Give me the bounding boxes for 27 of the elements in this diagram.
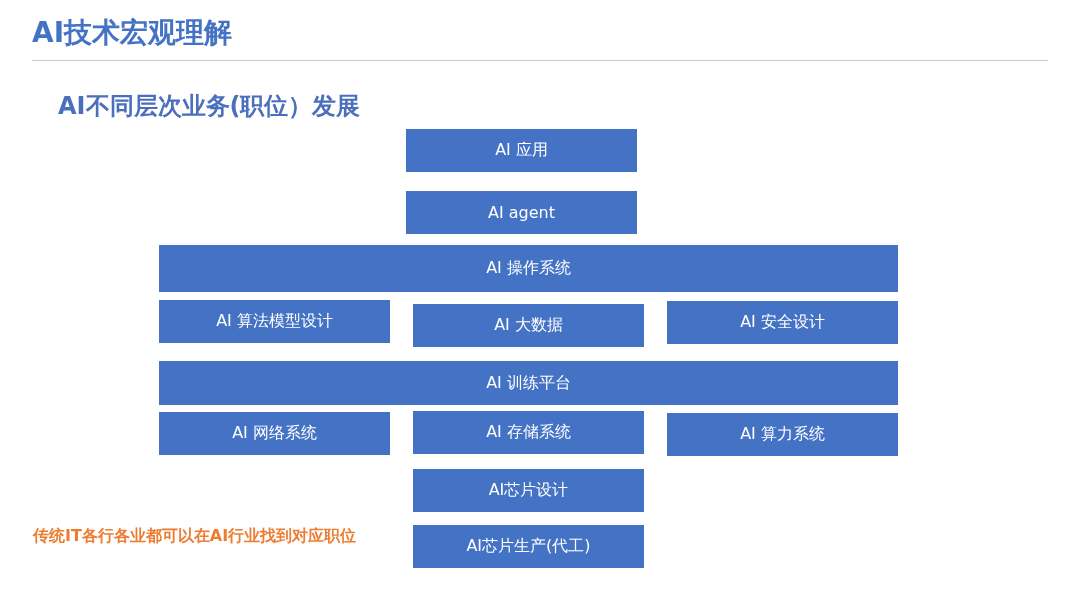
layer-box [413, 525, 644, 568]
layer-box [413, 304, 644, 347]
layer-box [159, 361, 898, 405]
layer-label: AI芯片设计 [488, 480, 569, 501]
layer-box [667, 301, 898, 344]
layer-label: AI 操作系统 [486, 258, 571, 279]
layer-label: AI 算法模型设计 [216, 311, 333, 332]
page-title: AI技术宏观理解 [32, 15, 233, 51]
layer-label: AI 安全设计 [740, 312, 825, 333]
layer-label: AI 算力系统 [740, 424, 825, 445]
layer-box [667, 413, 898, 456]
layer-label: AI 存储系统 [486, 422, 571, 443]
layer-label: AI芯片生产(代工) [466, 536, 591, 557]
note-text: 传统IT各行各业都可以在AI行业找到对应职位 [33, 526, 357, 547]
layer-label: AI 网络系统 [232, 423, 317, 444]
layer-label: AI 大数据 [494, 315, 563, 336]
layer-box [406, 129, 637, 172]
layer-box [406, 191, 637, 234]
layer-box [159, 412, 390, 455]
layer-label: AI 训练平台 [486, 372, 571, 394]
layer-box [159, 300, 390, 343]
layer-box [413, 469, 644, 512]
layer-label: AI agent [488, 203, 555, 222]
layer-box [159, 245, 898, 292]
layer-box [413, 411, 644, 454]
section-heading: AI不同层次业务(职位）发展 [58, 91, 361, 122]
layer-label: AI 应用 [495, 140, 548, 161]
